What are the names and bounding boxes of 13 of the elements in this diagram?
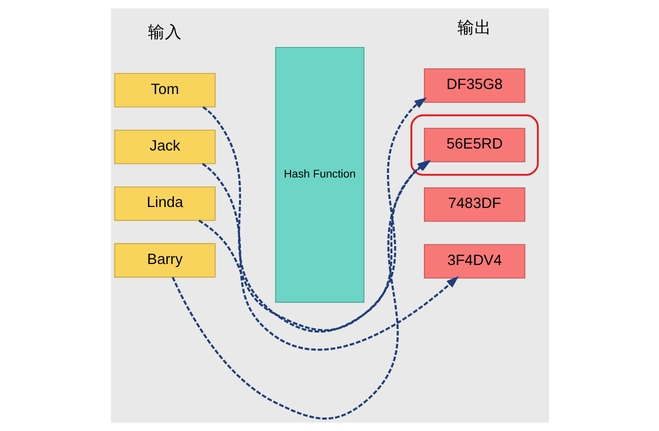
label: 输出 xyxy=(457,18,492,37)
node-box: Tom xyxy=(114,73,216,108)
node-box: 3F4DV4 xyxy=(423,244,525,279)
node-box: Linda xyxy=(114,186,216,221)
arrow xyxy=(201,162,458,351)
node-box: Barry xyxy=(114,243,216,278)
node-box: 56E5RD xyxy=(423,128,525,162)
node-box: 7483DF xyxy=(423,187,525,222)
cluster xyxy=(410,114,538,176)
label: 输入 xyxy=(147,22,182,42)
node-box: DF35G8 xyxy=(423,68,525,103)
node-box: Jack xyxy=(114,130,216,164)
node-box: Hash Function xyxy=(274,46,364,303)
